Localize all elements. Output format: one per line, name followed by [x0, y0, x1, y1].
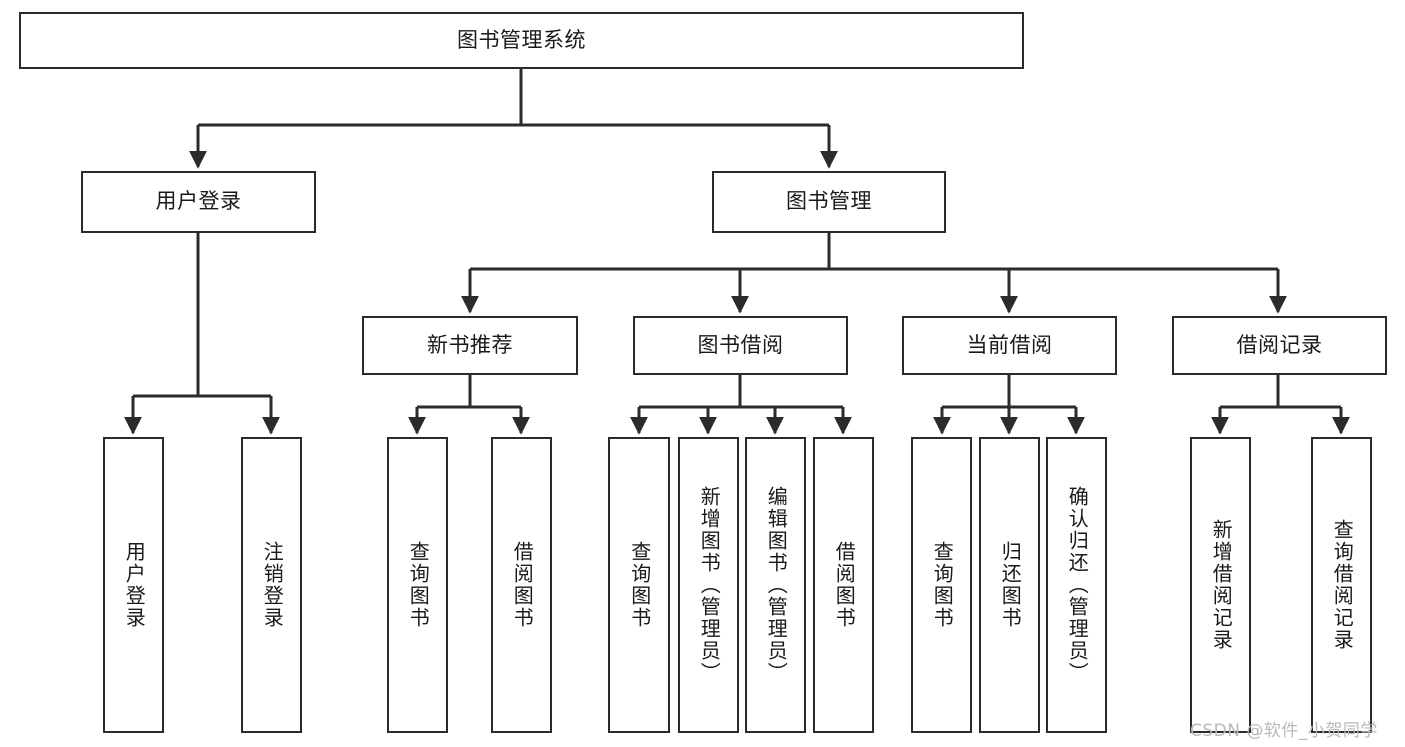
- node-leaf-borrow-record-1-label: 查询借阅记录: [1330, 519, 1355, 651]
- node-leaf-book-borrow-0-label: 查询图书: [627, 541, 652, 629]
- node-root-label: 图书管理系统: [457, 27, 586, 52]
- node-new-book-recommend[interactable]: 新书推荐: [362, 316, 578, 375]
- node-leaf-book-borrow-3[interactable]: 借阅图书: [813, 437, 874, 733]
- node-leaf-book-borrow-2[interactable]: 编辑图书（管理员）: [745, 437, 806, 733]
- node-user-login-label: 用户登录: [155, 189, 242, 214]
- node-leaf-user-login-1-label: 注销登录: [260, 541, 285, 629]
- node-leaf-user-login-0[interactable]: 用户登录: [103, 437, 164, 733]
- node-leaf-current-borrow-2-label: 确认归还（管理员）: [1065, 486, 1090, 684]
- node-leaf-current-borrow-0-label: 查询图书: [930, 541, 955, 629]
- node-leaf-new-book-0[interactable]: 查询图书: [387, 437, 448, 733]
- node-book-manage-label: 图书管理: [786, 189, 872, 214]
- node-leaf-borrow-record-0[interactable]: 新增借阅记录: [1190, 437, 1251, 733]
- node-book-manage[interactable]: 图书管理: [712, 171, 946, 233]
- node-leaf-new-book-1[interactable]: 借阅图书: [491, 437, 552, 733]
- node-root[interactable]: 图书管理系统: [19, 12, 1024, 69]
- node-leaf-book-borrow-2-label: 编辑图书（管理员）: [764, 486, 789, 684]
- node-leaf-user-login-1[interactable]: 注销登录: [241, 437, 302, 733]
- node-user-login[interactable]: 用户登录: [81, 171, 316, 233]
- node-leaf-book-borrow-0[interactable]: 查询图书: [608, 437, 670, 733]
- node-leaf-book-borrow-3-label: 借阅图书: [832, 541, 857, 629]
- node-leaf-current-borrow-2[interactable]: 确认归还（管理员）: [1046, 437, 1107, 733]
- node-leaf-book-borrow-1[interactable]: 新增图书（管理员）: [678, 437, 739, 733]
- node-leaf-new-book-0-label: 查询图书: [406, 541, 431, 629]
- node-new-book-recommend-label: 新书推荐: [427, 332, 513, 357]
- node-leaf-user-login-0-label: 用户登录: [122, 541, 147, 629]
- node-book-borrow[interactable]: 图书借阅: [633, 316, 848, 375]
- node-leaf-current-borrow-1[interactable]: 归还图书: [979, 437, 1040, 733]
- node-current-borrow[interactable]: 当前借阅: [902, 316, 1117, 375]
- node-borrow-record[interactable]: 借阅记录: [1172, 316, 1387, 375]
- node-book-borrow-label: 图书借阅: [697, 332, 784, 357]
- node-current-borrow-label: 当前借阅: [966, 332, 1053, 357]
- csdn-watermark: CSDN @软件_小贺同学: [1190, 721, 1378, 741]
- node-leaf-borrow-record-1[interactable]: 查询借阅记录: [1311, 437, 1372, 733]
- node-leaf-new-book-1-label: 借阅图书: [510, 541, 535, 629]
- node-borrow-record-label: 借阅记录: [1236, 332, 1323, 357]
- node-leaf-current-borrow-1-label: 归还图书: [998, 541, 1023, 629]
- node-leaf-borrow-record-0-label: 新增借阅记录: [1209, 519, 1234, 651]
- node-leaf-current-borrow-0[interactable]: 查询图书: [911, 437, 972, 733]
- node-leaf-book-borrow-1-label: 新增图书（管理员）: [697, 486, 722, 684]
